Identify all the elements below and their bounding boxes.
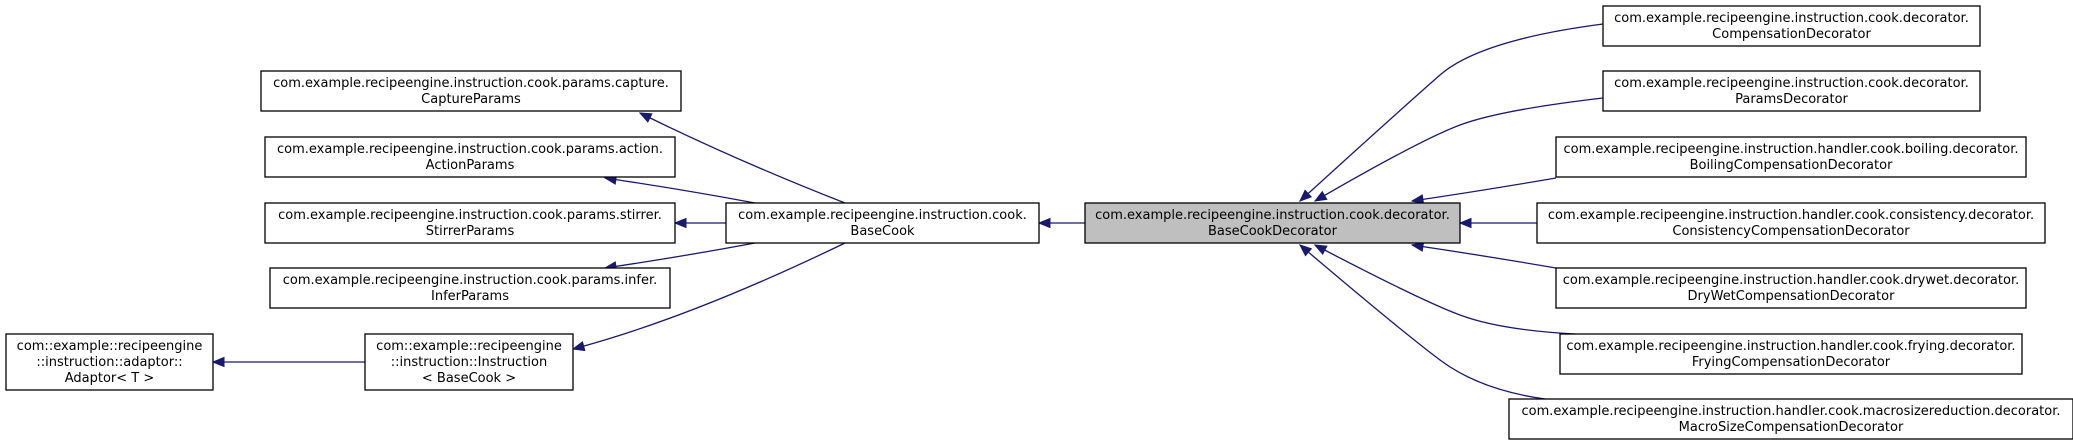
edge-base_cook_decorator-to-drywet_decorator (1410, 241, 1557, 269)
class-node-label: CaptureParams (421, 92, 521, 107)
class-node-label: BaseCook (850, 224, 915, 239)
class-node-infer-params[interactable]: com.example.recipeengine.instruction.coo… (269, 267, 671, 309)
class-node-box[interactable] (1084, 202, 1461, 244)
class-node-label: StirrerParams (426, 224, 515, 239)
edge-base_cook_decorator-to-compensation_decorator (1299, 23, 1604, 202)
class-node-box[interactable] (1602, 5, 1981, 47)
class-node-label: com.example.recipeengine.instruction.coo… (738, 208, 1027, 223)
class-node-label: MacroSizeCompensationDecorator (1679, 420, 1904, 435)
edge-adaptor-to-instruction (211, 356, 365, 368)
class-node-label: ::instruction::Instruction (391, 355, 547, 370)
edge-line (604, 242, 756, 269)
edge-line (604, 177, 756, 204)
edges-layer (211, 23, 1604, 400)
class-node-label: < BaseCook > (422, 371, 516, 386)
edge-action_params-to-base_cook (603, 174, 756, 204)
edge-instruction-to-base_cook (571, 242, 846, 352)
class-node-drywet-decorator[interactable]: com.example.recipeengine.instruction.han… (1555, 267, 2027, 309)
edge-line (572, 242, 846, 350)
class-node-label: BaseCookDecorator (1208, 224, 1338, 239)
class-node-params-decorator[interactable]: com.example.recipeengine.instruction.coo… (1602, 70, 1981, 112)
class-node-consistency-decorator[interactable]: com.example.recipeengine.instruction.han… (1536, 202, 2046, 244)
edge-line (1411, 177, 1557, 202)
class-node-label: com.example.recipeengine.instruction.han… (1521, 404, 2060, 419)
class-node-label: com.example.recipeengine.instruction.han… (1548, 208, 2034, 223)
edge-base_cook_decorator-to-boiling_decorator (1410, 177, 1557, 205)
edge-base_cook_decorator-to-params_decorator (1313, 97, 1604, 202)
class-node-label: FryingCompensationDecorator (1692, 355, 1891, 370)
class-node-label: com.example.recipeengine.instruction.coo… (273, 76, 669, 91)
class-node-label: ActionParams (426, 158, 515, 173)
edge-line (1314, 244, 1576, 335)
edge-arrowhead (1313, 190, 1328, 202)
class-node-macrosize-decorator[interactable]: com.example.recipeengine.instruction.han… (1508, 398, 2073, 440)
class-node-label: com.example.recipeengine.instruction.coo… (283, 273, 658, 288)
class-node-box[interactable] (364, 333, 574, 391)
class-node-box[interactable] (1508, 398, 2073, 440)
class-node-label: ParamsDecorator (1735, 92, 1848, 107)
class-node-boiling-decorator[interactable]: com.example.recipeengine.instruction.han… (1555, 136, 2027, 178)
class-node-label: com.example.recipeengine.instruction.han… (1566, 339, 2015, 354)
edge-arrowhead (211, 356, 225, 368)
edge-line (1299, 23, 1604, 202)
class-node-label: com::example::recipeengine (376, 339, 562, 354)
nodes-layer: com.example.recipeengine.instruction.coo… (5, 5, 2073, 440)
class-node-label: Adaptor< T > (65, 371, 155, 386)
class-node-capture-params[interactable]: com.example.recipeengine.instruction.coo… (260, 70, 682, 112)
class-node-frying-decorator[interactable]: com.example.recipeengine.instruction.han… (1559, 333, 2023, 375)
edge-arrowhead (673, 217, 687, 229)
class-node-instruction[interactable]: com::example::recipeengine::instruction:… (364, 333, 574, 391)
class-node-box[interactable] (260, 70, 682, 112)
edge-arrowhead (571, 340, 586, 352)
edge-arrowhead (638, 112, 653, 123)
class-node-label: DryWetCompensationDecorator (1688, 289, 1896, 304)
edge-base_cook_decorator-to-macrosize_decorator (1298, 244, 1546, 400)
edge-line (1299, 244, 1546, 400)
class-node-box[interactable] (1555, 136, 2027, 178)
class-node-label: com.example.recipeengine.instruction.coo… (1095, 208, 1450, 223)
class-node-base-cook[interactable]: com.example.recipeengine.instruction.coo… (725, 202, 1040, 244)
class-node-compensation-decorator[interactable]: com.example.recipeengine.instruction.coo… (1602, 5, 1981, 47)
class-node-label: InferParams (431, 289, 509, 304)
class-node-stirrer-params[interactable]: com.example.recipeengine.instruction.coo… (264, 202, 676, 244)
class-node-label: com.example.recipeengine.instruction.coo… (1614, 11, 1969, 26)
edge-base_cook-to-base_cook_decorator (1037, 217, 1085, 229)
class-node-label: ConsistencyCompensationDecorator (1672, 224, 1910, 239)
class-node-label: ::instruction::adaptor:: (36, 355, 182, 370)
edge-stirrer_params-to-base_cook (673, 217, 726, 229)
class-node-box[interactable] (1602, 70, 1981, 112)
class-node-adaptor[interactable]: com::example::recipeengine::instruction:… (5, 333, 214, 391)
class-node-label: com::example::recipeengine (17, 339, 203, 354)
class-node-base-cook-decorator[interactable]: com.example.recipeengine.instruction.coo… (1084, 202, 1461, 244)
edge-arrowhead (1313, 244, 1328, 255)
class-node-label: com.example.recipeengine.instruction.coo… (1614, 76, 1969, 91)
class-node-label: CompensationDecorator (1712, 27, 1871, 42)
class-node-label: com.example.recipeengine.instruction.han… (1564, 142, 2019, 157)
edge-line (639, 112, 846, 204)
class-node-box[interactable] (269, 267, 671, 309)
class-node-action-params[interactable]: com.example.recipeengine.instruction.coo… (264, 136, 676, 178)
edge-capture_params-to-base_cook (638, 112, 846, 204)
class-node-box[interactable] (5, 333, 214, 391)
edge-base_cook_decorator-to-consistency_decorator (1458, 217, 1537, 229)
class-node-box[interactable] (264, 136, 676, 178)
class-node-box[interactable] (1555, 267, 2027, 309)
class-node-label: BoilingCompensationDecorator (1690, 158, 1893, 173)
class-node-label: com.example.recipeengine.instruction.han… (1563, 273, 2019, 288)
class-node-box[interactable] (1559, 333, 2023, 375)
edge-arrowhead (1299, 189, 1313, 202)
edge-line (1411, 244, 1557, 269)
edge-line (1314, 97, 1604, 202)
class-node-label: com.example.recipeengine.instruction.coo… (277, 142, 663, 157)
class-node-label: com.example.recipeengine.instruction.coo… (278, 208, 662, 223)
edge-arrowhead (1458, 217, 1472, 229)
edge-arrowhead (1037, 217, 1051, 229)
edge-arrowhead (1298, 244, 1313, 257)
edge-infer_params-to-base_cook (603, 242, 756, 272)
class-node-box[interactable] (1536, 202, 2046, 244)
class-node-box[interactable] (264, 202, 676, 244)
edge-base_cook_decorator-to-frying_decorator (1313, 244, 1576, 335)
class-node-box[interactable] (725, 202, 1040, 244)
